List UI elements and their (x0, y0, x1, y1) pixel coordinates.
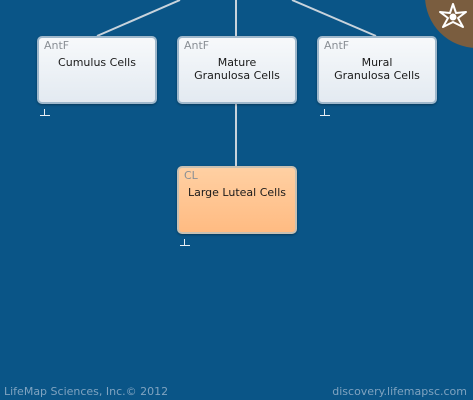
node-mural-granulosa-cells[interactable]: AntF Mural Granulosa Cells (317, 36, 437, 104)
node-type-label: CL (184, 169, 198, 182)
node-large-luteal-cells[interactable]: CL Large Luteal Cells (177, 166, 297, 234)
site-link[interactable]: discovery.lifemapsc.com (332, 385, 467, 398)
node-type-label: AntF (324, 39, 350, 52)
copyright-text: LifeMap Sciences, Inc.© 2012 (4, 385, 169, 398)
node-title: Large Luteal Cells (187, 186, 287, 199)
connector-up-left (96, 0, 181, 37)
node-mature-granulosa-cells[interactable]: AntF Mature Granulosa Cells (177, 36, 297, 104)
connector-up-right (291, 0, 377, 37)
cell-star-icon (439, 3, 467, 28)
node-title: Mature Granulosa Cells (194, 56, 280, 82)
node-title: Cumulus Cells (58, 56, 136, 69)
expand-luteal-icon[interactable] (180, 239, 190, 247)
expand-mural-icon[interactable] (320, 109, 330, 117)
node-type-label: AntF (184, 39, 210, 52)
node-cumulus-cells[interactable]: AntF Cumulus Cells (37, 36, 157, 104)
node-type-label: AntF (44, 39, 70, 52)
node-title: Mural Granulosa Cells (334, 56, 420, 82)
expand-cumulus-icon[interactable] (40, 109, 50, 117)
